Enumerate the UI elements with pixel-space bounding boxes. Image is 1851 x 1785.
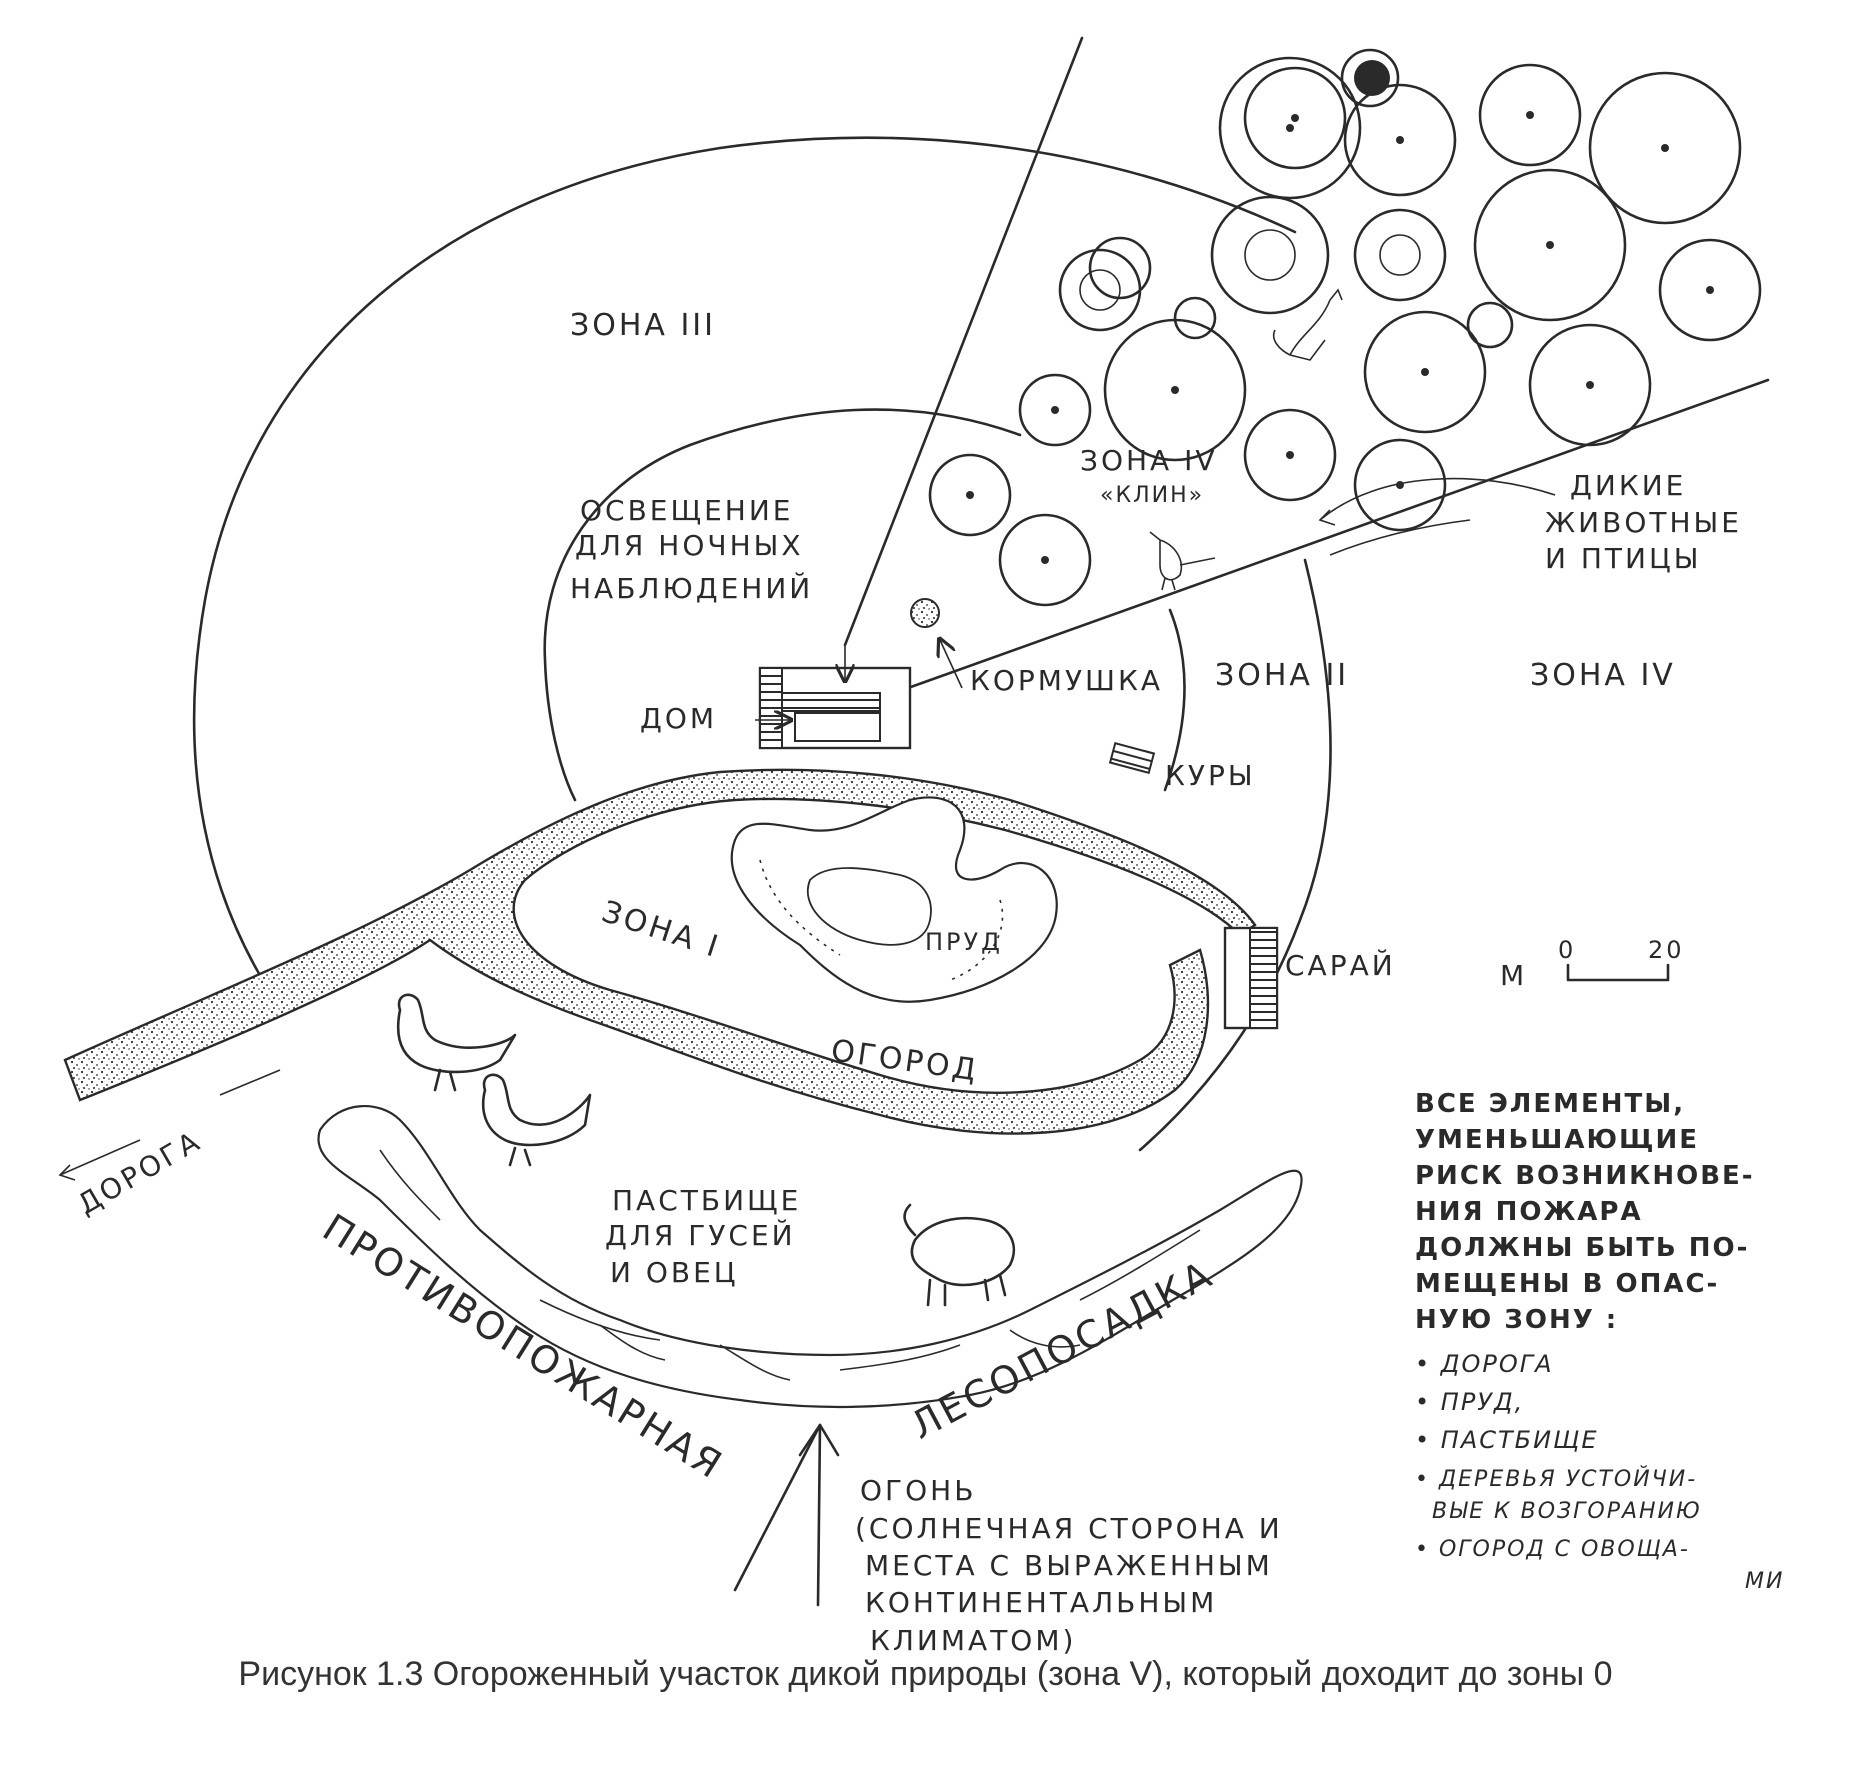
tree xyxy=(1243,408,1337,502)
scale-bar: М 0 20 xyxy=(1500,936,1685,992)
tree xyxy=(998,513,1092,607)
tree xyxy=(928,453,1012,537)
tree xyxy=(1473,168,1627,322)
road xyxy=(63,768,1257,1135)
tree xyxy=(1588,71,1742,225)
tree xyxy=(1353,438,1447,532)
zone-2-label: ЗОНА II xyxy=(1215,658,1349,693)
zone-iv-boundary xyxy=(192,136,1332,1152)
forest-trees xyxy=(928,48,1762,607)
wedge-boundary xyxy=(843,36,1770,690)
wild-animals-arrow xyxy=(1318,477,1556,526)
fire-safety-note: ВСЕ ЭЛЕМЕНТЫ, УМЕНЬШАЮЩИЕ РИСК ВОЗНИКНОВ… xyxy=(1415,1089,1784,1594)
note-line: МЕЩЕНЫ В ОПАС- xyxy=(1415,1269,1719,1299)
feeder xyxy=(910,598,963,689)
fox-icon xyxy=(1272,288,1343,361)
tree xyxy=(1353,208,1447,302)
note-item: ВЫЕ К ВОЗГОРАНИЮ xyxy=(1432,1499,1702,1524)
pasture-label-2: ДЛЯ ГУСЕЙ xyxy=(605,1218,796,1252)
note-line: УМЕНЬШАЮЩИЕ xyxy=(1415,1125,1699,1155)
note-item: • ПАСТБИЩЕ xyxy=(1415,1426,1599,1454)
zone-1-label: ЗОНА I xyxy=(598,894,725,965)
tree xyxy=(1018,373,1092,447)
note-line: НУЮ ЗОНУ : xyxy=(1415,1305,1618,1335)
fire-arrow-icon xyxy=(733,1423,840,1607)
zone-4-wedge-sub-label: «КЛИН» xyxy=(1100,483,1204,508)
chicken-coop xyxy=(1108,741,1156,775)
tree xyxy=(1466,301,1514,349)
note-line: ВСЕ ЭЛЕМЕНТЫ, xyxy=(1415,1089,1685,1119)
fire-label-2: (СОЛНЕЧНАЯ СТОРОНА И xyxy=(855,1512,1283,1545)
tree xyxy=(1210,195,1330,315)
zone-4-label: ЗОНА IV xyxy=(1530,658,1676,693)
scale-start: 0 xyxy=(1558,936,1576,964)
note-item: • ДОРОГА xyxy=(1415,1350,1554,1378)
road-label: ДОРОГА xyxy=(72,1124,207,1221)
lighting-label-1: ОСВЕЩЕНИЕ xyxy=(580,494,794,527)
sheep-icon xyxy=(903,1203,1016,1307)
goose-icon xyxy=(396,993,517,1092)
fire-label-5: КЛИМАТОМ) xyxy=(870,1624,1076,1657)
fire-label-1: ОГОНЬ xyxy=(860,1474,976,1507)
note-line: РИСК ВОЗНИКНОВЕ- xyxy=(1415,1161,1755,1191)
scale-end: 20 xyxy=(1648,936,1685,964)
fire-label-4: КОНТИНЕНТАЛЬНЫМ xyxy=(865,1586,1217,1619)
tree xyxy=(1218,56,1362,200)
chickens-label: КУРЫ xyxy=(1165,759,1256,792)
note-item: • ПРУД, xyxy=(1415,1388,1524,1416)
tree xyxy=(1478,63,1582,167)
house xyxy=(755,645,912,750)
lighting-label-3: НАБЛЮДЕНИЙ xyxy=(570,571,813,605)
tree xyxy=(1243,66,1347,170)
zone-3-label: ЗОНА III xyxy=(570,308,716,343)
note-item: МИ xyxy=(1745,1569,1784,1594)
wild-animals-label-3: И ПТИЦЫ xyxy=(1545,542,1701,575)
tree xyxy=(1528,323,1652,447)
note-line: ДОЛЖНЫ БЫТЬ ПО- xyxy=(1415,1233,1749,1263)
pond-label: ПРУД xyxy=(925,928,1003,956)
tree xyxy=(1658,238,1762,342)
wild-animals-label-2: ЖИВОТНЫЕ xyxy=(1545,506,1742,539)
feeder-label: КОРМУШКА xyxy=(970,664,1163,697)
bird-icon xyxy=(1149,531,1216,591)
tree xyxy=(1340,48,1400,108)
tree xyxy=(1103,318,1247,462)
zone-4-wedge-label: ЗОНА IV xyxy=(1080,444,1218,477)
note-item: • ДЕРЕВЬЯ УСТОЙЧИ- xyxy=(1415,1466,1697,1492)
fire-label-3: МЕСТА С ВЫРАЖЕННЫМ xyxy=(865,1549,1273,1582)
pond xyxy=(730,796,1058,1003)
figure-caption: Рисунок 1.3 Огороженный участок дикой пр… xyxy=(238,1655,1613,1693)
tree xyxy=(1088,236,1152,300)
zone-ii-boundary xyxy=(543,408,1186,802)
house-label: ДОМ xyxy=(640,702,717,735)
firebreak-forest xyxy=(317,1104,1303,1409)
goose-icon xyxy=(481,1073,592,1167)
pasture-label-1: ПАСТБИЩЕ xyxy=(612,1184,801,1217)
lighting-label-2: ДЛЯ НОЧНЫХ xyxy=(575,529,804,562)
tree xyxy=(1173,296,1217,340)
tree xyxy=(1363,310,1487,434)
note-line: НИЯ ПОЖАРА xyxy=(1415,1197,1643,1227)
barn xyxy=(1223,926,1279,1030)
note-item: • ОГОРОД С ОВОЩА- xyxy=(1415,1537,1690,1562)
road-direction-arrow xyxy=(58,1069,281,1181)
barn-label: САРАЙ xyxy=(1285,948,1396,982)
wild-animals-label-1: ДИКИЕ xyxy=(1570,469,1686,502)
tree xyxy=(1343,83,1457,197)
scale-unit: М xyxy=(1500,959,1527,992)
pasture-label-3: И ОВЕЦ xyxy=(610,1256,739,1289)
